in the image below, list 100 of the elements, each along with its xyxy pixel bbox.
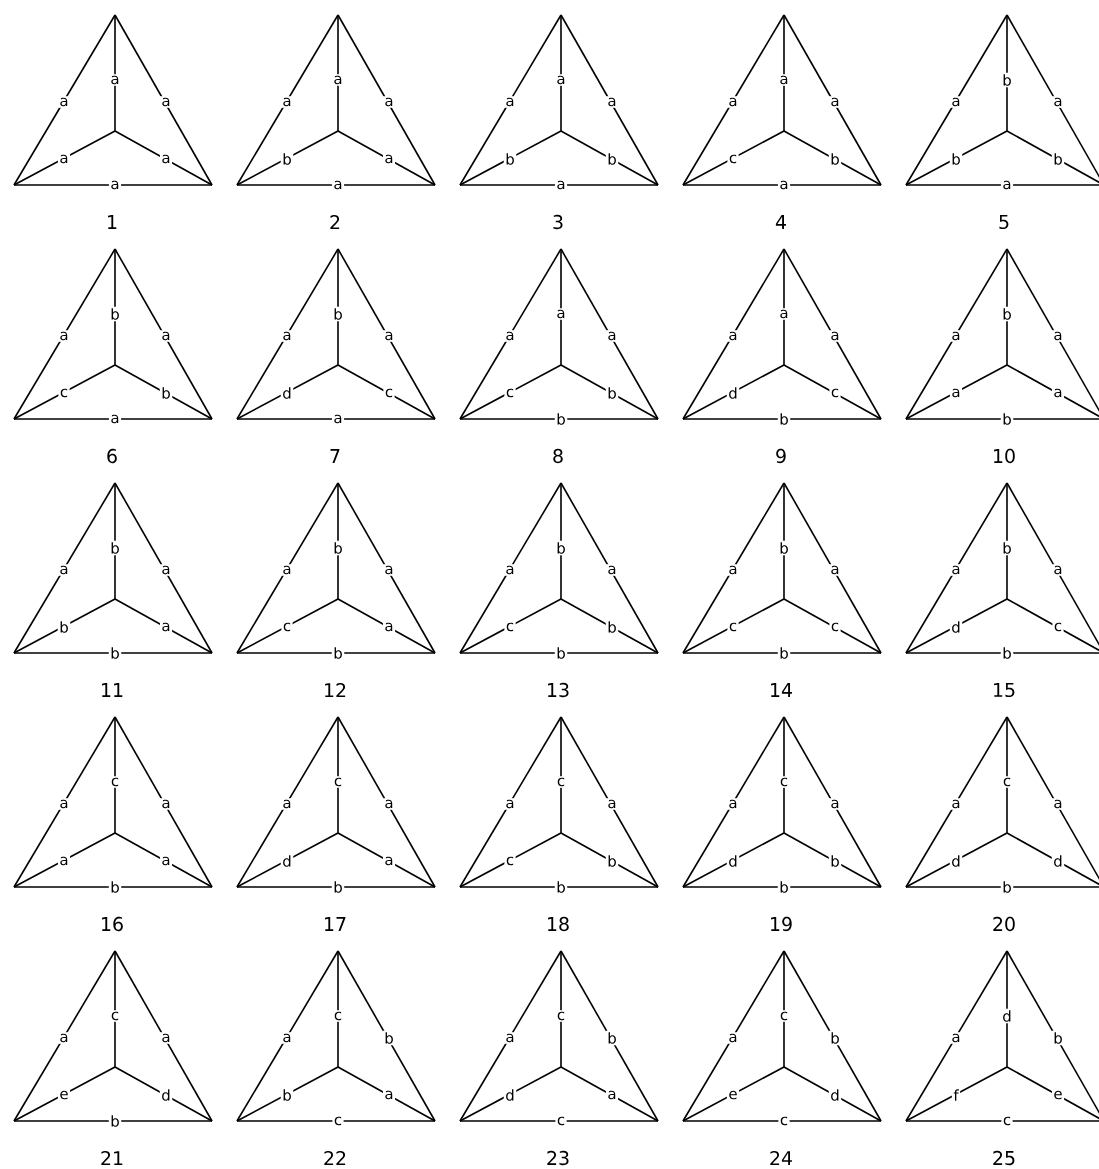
letter-label: b <box>108 1113 122 1129</box>
letter-label: a <box>57 1032 71 1044</box>
letter-label: b <box>777 540 791 556</box>
letter-label: c <box>109 1010 121 1022</box>
letter-label: a <box>605 798 619 810</box>
letter-label: b <box>605 385 619 401</box>
letter-label: a <box>503 798 517 810</box>
letter-label: a <box>503 1032 517 1044</box>
letter-label: b <box>1000 879 1014 895</box>
letter-label: b <box>108 306 122 322</box>
letter-label: b <box>1000 540 1014 556</box>
letter-label: e <box>57 1089 71 1101</box>
letter-label: b <box>949 151 963 167</box>
letter-label: a <box>382 621 396 633</box>
letter-label: a <box>57 855 71 867</box>
letter-label: c <box>109 776 121 788</box>
letter-label: c <box>504 855 516 867</box>
letter-label: c <box>778 1115 790 1127</box>
letter-label: d <box>503 1087 517 1103</box>
letter-label: a <box>777 308 791 320</box>
letter-label: a <box>280 96 294 108</box>
letter-label: c <box>555 1010 567 1022</box>
figure-number: 19 <box>771 916 792 932</box>
letter-label: a <box>159 621 173 633</box>
letter-label: b <box>554 879 568 895</box>
letter-label: b <box>108 645 122 661</box>
letter-label: c <box>555 776 567 788</box>
letter-label: b <box>108 540 122 556</box>
letter-label: d <box>1051 853 1065 869</box>
letter-label: d <box>949 853 963 869</box>
letter-label: a <box>949 1032 963 1044</box>
letter-label: a <box>382 855 396 867</box>
figure-number: 21 <box>101 1151 123 1166</box>
letter-label: b <box>382 1030 396 1046</box>
letter-label: e <box>1051 1089 1065 1101</box>
letter-label: c <box>778 1010 790 1022</box>
figure-number: 10 <box>994 448 1015 464</box>
letter-label: b <box>605 1030 619 1046</box>
letter-label: b <box>1000 306 1014 322</box>
letter-label: a <box>382 153 396 165</box>
letter-label: a <box>159 1032 173 1044</box>
letter-label: b <box>1051 1030 1065 1046</box>
letter-label: a <box>57 153 71 165</box>
letter-label: a <box>605 96 619 108</box>
letter-label: c <box>281 621 293 633</box>
figure-number: 6 <box>107 448 117 464</box>
letter-label: d <box>159 1087 173 1103</box>
letter-label: a <box>280 330 294 342</box>
letter-label: a <box>828 96 842 108</box>
letter-label: a <box>554 179 568 191</box>
letter-label: c <box>829 621 841 633</box>
letter-label: a <box>605 1089 619 1101</box>
letter-label: a <box>828 798 842 810</box>
letter-label: c <box>504 387 516 399</box>
letter-label: c <box>829 387 841 399</box>
figure-number: 23 <box>547 1150 569 1166</box>
figure-number: 17 <box>325 917 346 931</box>
letter-label: a <box>382 96 396 108</box>
letter-label: c <box>1001 1115 1013 1127</box>
letter-label: c <box>778 776 790 788</box>
letter-label: a <box>57 330 71 342</box>
letter-label: a <box>949 798 963 810</box>
letter-label: b <box>554 645 568 661</box>
letter-label: a <box>108 74 122 86</box>
letter-label: a <box>1051 387 1065 399</box>
letter-label: a <box>1051 564 1065 576</box>
letter-label: b <box>503 151 517 167</box>
letter-label: c <box>332 1010 344 1022</box>
letter-label: a <box>57 96 71 108</box>
letter-label: a <box>949 564 963 576</box>
figure-number: 5 <box>999 215 1009 230</box>
letter-label: b <box>1051 151 1065 167</box>
figure-number: 8 <box>553 448 563 464</box>
letter-label: b <box>331 306 345 322</box>
letter-label: b <box>159 385 173 401</box>
letter-label: c <box>332 1115 344 1127</box>
letter-label: b <box>605 853 619 869</box>
letter-label: b <box>280 1087 294 1103</box>
letter-label: a <box>726 330 740 342</box>
letter-label: d <box>949 619 963 635</box>
letter-label: b <box>828 151 842 167</box>
letter-label: a <box>726 1032 740 1044</box>
figure-number: 11 <box>102 683 123 697</box>
letter-label: c <box>727 621 739 633</box>
letter-label: a <box>726 564 740 576</box>
letter-label: a <box>382 330 396 342</box>
letter-label: a <box>159 855 173 867</box>
figure-number: 12 <box>325 683 346 698</box>
letter-label: c <box>1052 621 1064 633</box>
figure-number: 7 <box>330 449 340 463</box>
letter-label: c <box>58 387 70 399</box>
letter-label: a <box>1051 330 1065 342</box>
letter-label: a <box>159 96 173 108</box>
letter-label: b <box>331 879 345 895</box>
letter-label: a <box>605 564 619 576</box>
letter-label: d <box>828 1087 842 1103</box>
letter-label: f <box>951 1087 961 1103</box>
letter-label: b <box>280 151 294 167</box>
letter-label: a <box>159 798 173 810</box>
letter-label: b <box>828 1030 842 1046</box>
